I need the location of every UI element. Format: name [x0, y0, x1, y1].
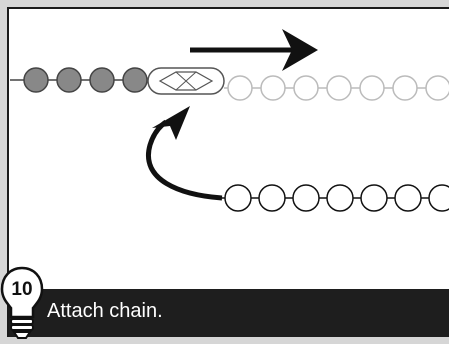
lightbulb-icon — [0, 266, 44, 339]
new-bead — [326, 184, 354, 212]
illustration-panel — [7, 7, 449, 337]
arrow-right-icon — [190, 29, 318, 71]
new-bead — [258, 184, 286, 212]
step-number: 10 — [11, 279, 33, 300]
new-bead — [394, 184, 422, 212]
ghost-bead — [227, 75, 253, 101]
ghost-bead — [260, 75, 286, 101]
new-bead — [428, 184, 449, 212]
curved-arrow-up-icon — [146, 106, 223, 201]
ghost-bead — [326, 75, 352, 101]
ghost-bead — [425, 75, 449, 101]
installed-bead — [122, 67, 148, 93]
new-bead — [360, 184, 388, 212]
installed-bead — [89, 67, 115, 93]
ghost-bead — [392, 75, 418, 101]
installed-bead — [23, 67, 49, 93]
new-bead — [292, 184, 320, 212]
new-bead — [224, 184, 252, 212]
ghost-bead — [359, 75, 385, 101]
ghost-bead — [293, 75, 319, 101]
step-caption: Attach chain. — [47, 300, 163, 322]
chain-connector — [147, 67, 225, 95]
caption-bar: Attach chain. — [9, 289, 449, 337]
installed-bead — [56, 67, 82, 93]
